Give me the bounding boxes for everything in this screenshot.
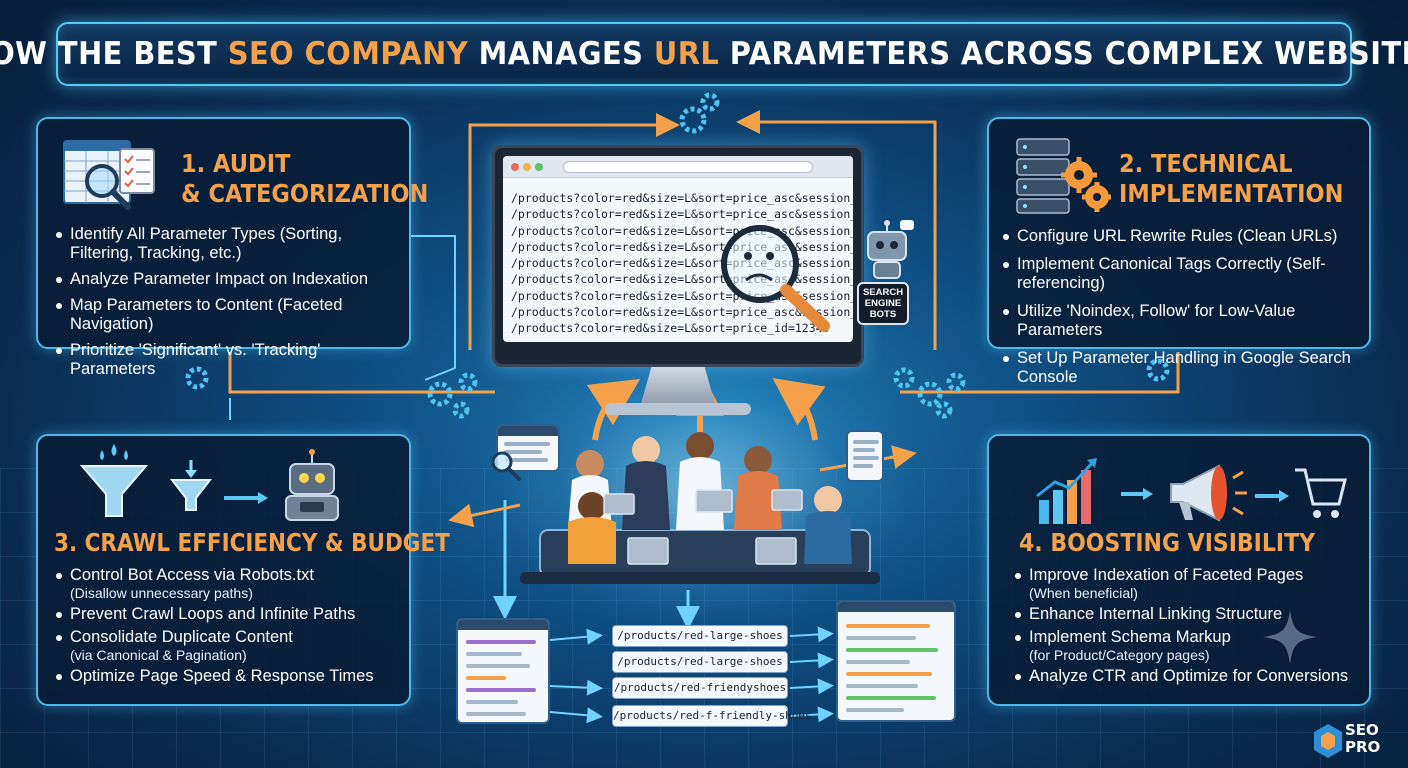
magnifier-icon (721, 225, 830, 332)
list-item: Optimize Page Speed & Response Times (54, 667, 406, 686)
list-item: Configure URL Rewrite Rules (Clean URLs) (1001, 227, 1369, 246)
list-item: Set Up Parameter Handling in Google Sear… (1001, 349, 1369, 387)
search-engine-bots-label: SEARCH ENGINE BOTS (857, 282, 909, 325)
list-item: Improve Indexation of Faceted Pages(When… (1013, 566, 1365, 601)
panel-crawl-title: 3. CRAWL EFFICIENCY & BUDGET (54, 528, 450, 557)
list-item: Identify All Parameter Types (Sorting, F… (54, 225, 406, 263)
url-line: /products?color=red&size=L&sort=price_as… (511, 207, 853, 222)
address-bar (563, 161, 813, 173)
arrow-url-7 (549, 707, 603, 724)
arrow-url-1 (549, 628, 603, 645)
list-item: Utilize 'Noindex, Follow' for Low-Value … (1001, 302, 1369, 340)
list-item: Implement Canonical Tags Correctly (Self… (1001, 255, 1369, 293)
minimize-dot-icon (523, 163, 531, 171)
arrow-url-3 (789, 652, 834, 669)
list-item: Prioritize 'Significant' vs. 'Tracking' … (54, 341, 406, 379)
list-item: Analyze CTR and Optimize for Conversions (1013, 667, 1365, 686)
arrow-url-2 (789, 626, 834, 643)
list-item: Implement Schema Markup(for Product/Cate… (1013, 628, 1365, 663)
panel-audit-list: Identify All Parameter Types (Sorting, F… (54, 225, 406, 386)
panel-crawl: 3. CRAWL EFFICIENCY & BUDGET Control Bot… (36, 434, 450, 706)
clean-page-document (836, 600, 956, 722)
list-item: Control Bot Access via Robots.txt(Disall… (54, 566, 406, 601)
chart-megaphone-cart-icon (1036, 458, 1347, 524)
document-icon (846, 430, 884, 482)
arrow-left-mid (228, 352, 495, 394)
list-item: Enhance Internal Linking Structure (1013, 605, 1365, 624)
list-item: Map Parameters to Content (Faceted Navig… (54, 296, 406, 334)
panel-crawl-list: Control Bot Access via Robots.txt(Disall… (54, 566, 406, 690)
arrow-left-in (448, 503, 521, 528)
gear-icon (185, 92, 1170, 419)
panel-visibility-list: Improve Indexation of Faceted Pages(When… (1013, 566, 1365, 690)
clean-url-pill: /products/red-friendyshoes (612, 677, 788, 699)
list-item: Consolidate Duplicate Content(via Canoni… (54, 628, 406, 663)
arrow-panel1-center (411, 235, 456, 381)
monitor-stand (640, 367, 716, 407)
search-doc-magnifier-icon (491, 451, 521, 481)
arrow-url-6 (549, 679, 603, 696)
maximize-dot-icon (535, 163, 543, 171)
browser-toolbar (503, 156, 853, 178)
clean-url-pill: /products/red-f-friendly-shoes (612, 705, 812, 727)
seo-pro-logo-icon (1314, 724, 1342, 758)
arrow-top-right (736, 110, 937, 350)
arrow-up-1 (586, 378, 641, 441)
panel-visibility-title: 4. BOOSTING VISIBILITY (1019, 528, 1316, 557)
url-line: /products?color=red&size=L&sort=price_as… (511, 305, 853, 320)
url-line: /products?color=red&size=L&sort=price_id… (511, 321, 830, 336)
arrow-up-3 (772, 377, 826, 441)
arrow-url-4 (789, 678, 834, 695)
panel-audit: 1. AUDIT& CATEGORIZATION Identify All Pa… (36, 117, 428, 378)
url-line: /products?color=red&size=L&sort=price_as… (511, 191, 853, 205)
list-item: Analyze Parameter Impact on Indexation (54, 270, 406, 289)
server-gears-icon (1016, 138, 1111, 214)
robot-icon (867, 220, 914, 279)
arrow-top-left (468, 113, 680, 350)
clean-url-pill: /products/red-large-shoes (612, 625, 788, 647)
arrow-url-5 (789, 706, 834, 723)
monitor-base (605, 403, 751, 415)
funnel-robot-icon (79, 444, 339, 521)
panel-visibility: 4. BOOSTING VISIBILITY Improve Indexatio… (987, 434, 1371, 706)
spreadsheet-checklist-icon (63, 140, 155, 210)
close-dot-icon (511, 163, 519, 171)
panel-technical-list: Configure URL Rewrite Rules (Clean URLs)… (1001, 227, 1369, 396)
list-item: Prevent Crawl Loops and Infinite Paths (54, 605, 406, 624)
title-bar: HOW THE BEST SEO COMPANY MANAGES URL PAR… (0, 22, 1408, 86)
page-title: HOW THE BEST SEO COMPANY MANAGES URL PAR… (0, 36, 1408, 72)
sparkle-icon (1263, 610, 1317, 664)
arrow-right-mid (900, 352, 1180, 394)
messy-page-document (456, 618, 550, 724)
clean-url-pill: /products/red-large-shoes (612, 651, 788, 673)
panel-audit-title: 1. AUDIT& CATEGORIZATION (181, 149, 429, 208)
